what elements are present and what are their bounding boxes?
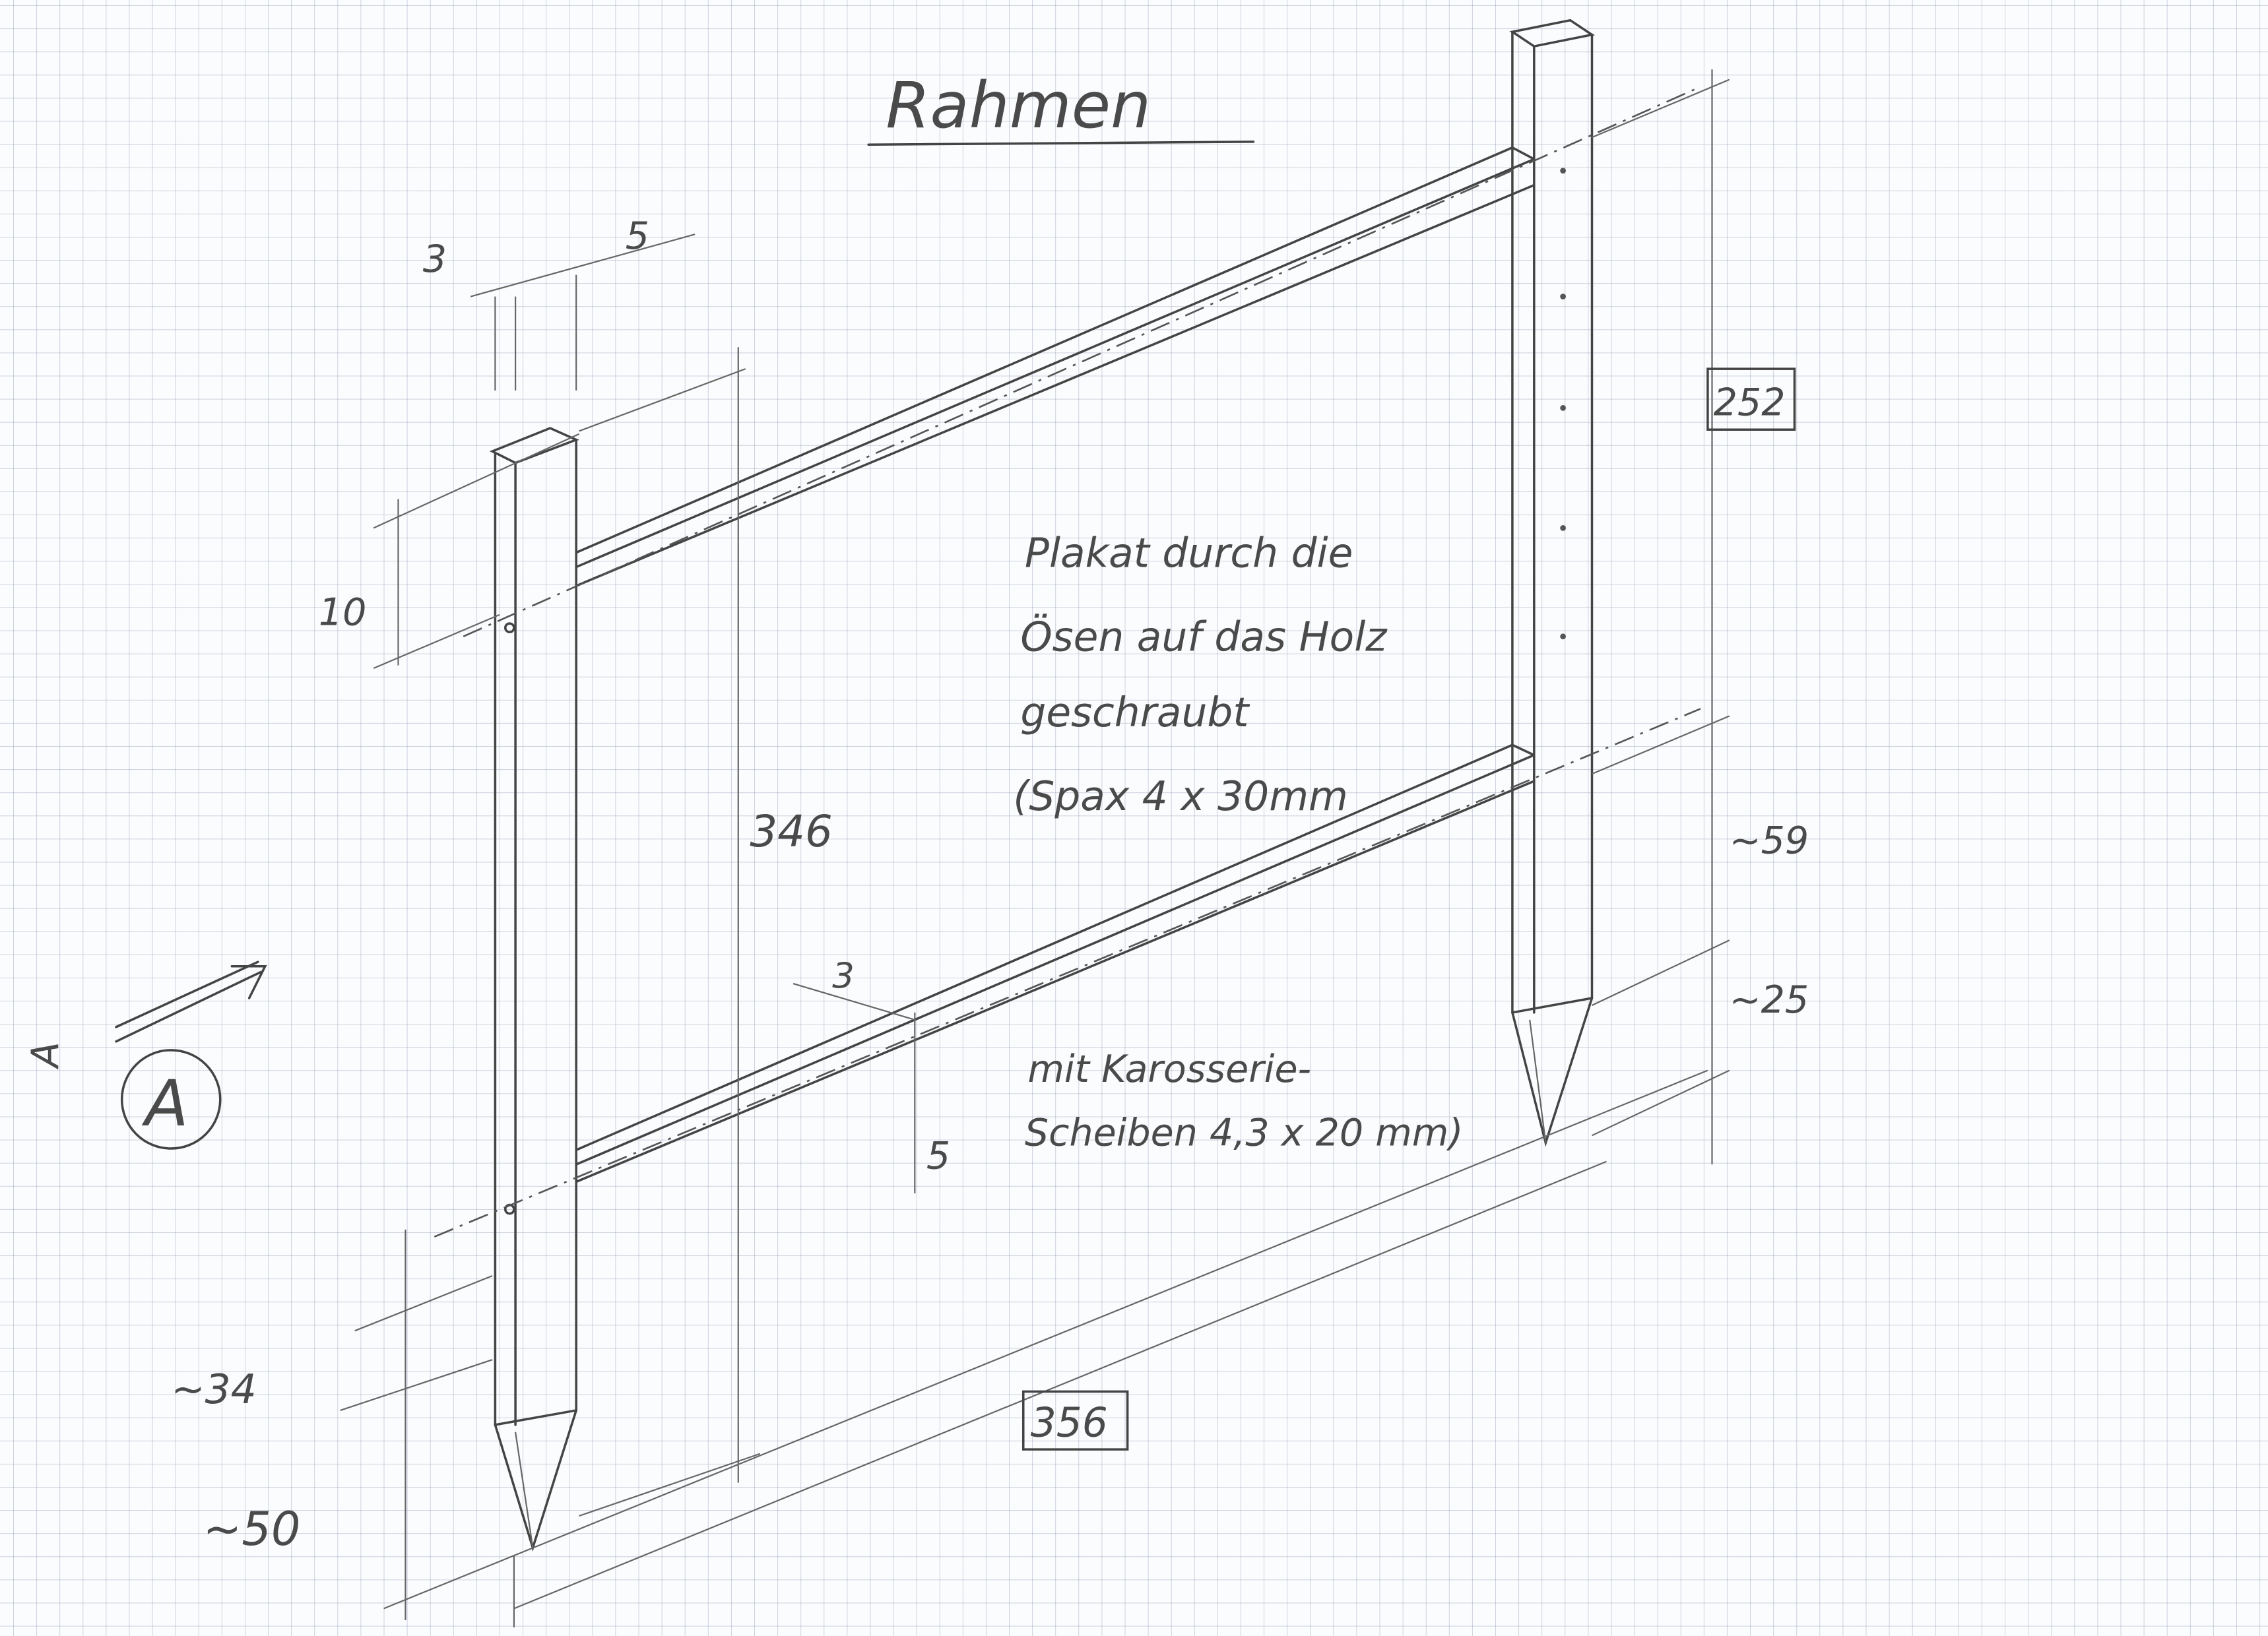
eyelet-hole	[503, 622, 515, 633]
dim-right-ground: ~59	[1730, 819, 1809, 863]
title-underline	[867, 141, 1255, 146]
note-line: Ösen auf das Holz	[1020, 614, 1388, 661]
dim-total-height: 252	[1714, 381, 1786, 424]
dim-rail-height: 5	[926, 1135, 950, 1178]
dimension-lines	[340, 69, 1730, 1627]
dim-post-width: 3	[423, 237, 447, 281]
dim-inner-height: 346	[750, 806, 833, 857]
view-marker-label: A	[141, 1066, 189, 1141]
screw-note: Plakat durch die Ösen auf das Holz gesch…	[1013, 530, 1388, 820]
dim-right-tip: ~25	[1730, 978, 1809, 1022]
dim-left-tip: ~50	[203, 1502, 300, 1556]
dim-rail-offset: 10	[319, 590, 367, 634]
note-line: geschraubt	[1020, 689, 1250, 736]
dim-post-depth: 5	[626, 214, 649, 258]
bottom-rail	[434, 708, 1701, 1238]
dim-total-length: 356	[1031, 1399, 1108, 1446]
note-line: mit Karosserie-	[1027, 1048, 1311, 1091]
view-arrow: A A	[24, 960, 267, 1150]
dim-rail-width: 3	[832, 957, 854, 997]
top-rail	[463, 86, 1701, 638]
dim-total-height-box	[1706, 367, 1796, 431]
view-marker-circle	[120, 1049, 222, 1150]
note-line: Scheiben 4,3 x 20 mm)	[1025, 1112, 1464, 1155]
left-post	[489, 427, 579, 1552]
note-line: Plakat durch die	[1025, 530, 1353, 577]
note-line: (Spax 4 x 30mm	[1013, 773, 1347, 820]
view-marker-rotated: A	[24, 1042, 67, 1070]
dim-left-ground: ~34	[171, 1366, 257, 1413]
title: Rahmen	[886, 68, 1151, 142]
dim-total-length-box	[1022, 1390, 1129, 1451]
washer-note: mit Karosserie- Scheiben 4,3 x 20 mm)	[1025, 1048, 1464, 1154]
